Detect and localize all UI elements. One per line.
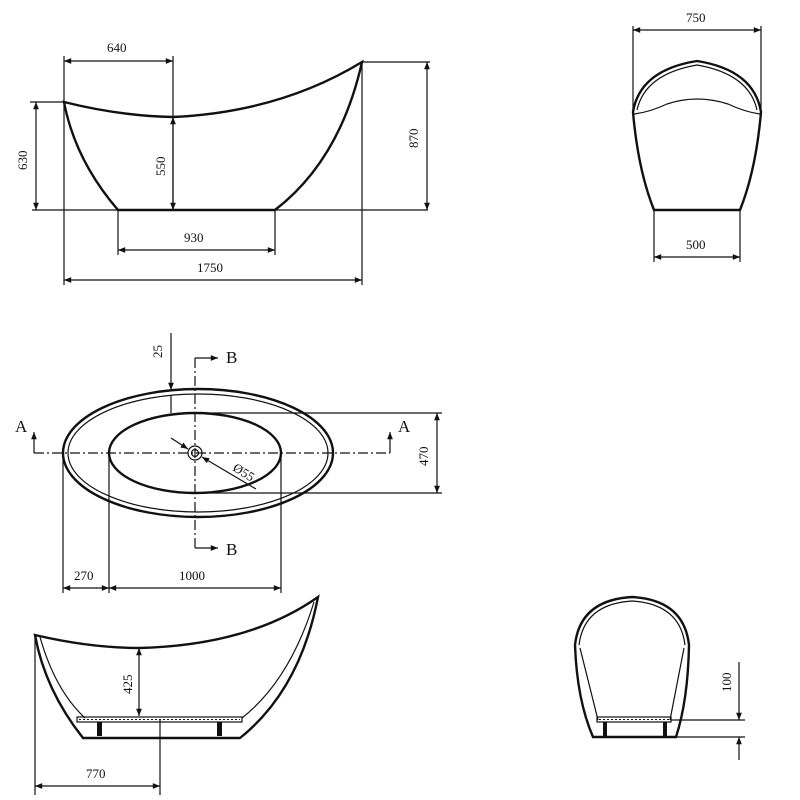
dim-label-770: 770	[86, 766, 106, 781]
side-view-outline	[62, 59, 364, 212]
dim-label-25: 25	[150, 345, 165, 358]
end-view-outline	[631, 59, 763, 212]
dim-label-750: 750	[686, 10, 706, 25]
section-a-outline	[33, 594, 320, 740]
section-b-label-bottom: B	[226, 540, 237, 559]
dim-label-470: 470	[416, 447, 431, 467]
dim-label-550: 550	[153, 157, 168, 177]
plan-view: Ø55 A A B B 25 470 270 1000	[15, 333, 442, 593]
foot-icon	[97, 722, 102, 736]
dim-label-drain-diameter: Ø55	[230, 460, 257, 485]
dim-label-630: 630	[15, 151, 30, 171]
foot-icon	[603, 722, 607, 736]
dim-label-500: 500	[686, 237, 706, 252]
dim-label-1000: 1000	[179, 568, 205, 583]
dim-label-930: 930	[184, 230, 204, 245]
section-a-label-right: A	[398, 417, 411, 436]
section-a-label-left: A	[15, 417, 28, 436]
section-a-view: 770 425	[33, 594, 320, 795]
foot-icon	[217, 722, 222, 736]
section-b-outline	[573, 595, 691, 739]
dim-label-425: 425	[120, 675, 135, 695]
section-b-label-top: B	[226, 348, 237, 367]
dim-label-870: 870	[406, 129, 421, 149]
section-b-view: 100	[573, 595, 745, 760]
dim-label-100: 100	[719, 673, 734, 693]
side-view: 640 630 550 870 930 1750	[15, 40, 430, 285]
dim-label-640: 640	[107, 40, 127, 55]
dim-label-1750: 1750	[197, 260, 223, 275]
end-view: 750 500	[631, 10, 763, 262]
foot-icon	[663, 722, 667, 736]
dim-label-270: 270	[74, 568, 94, 583]
